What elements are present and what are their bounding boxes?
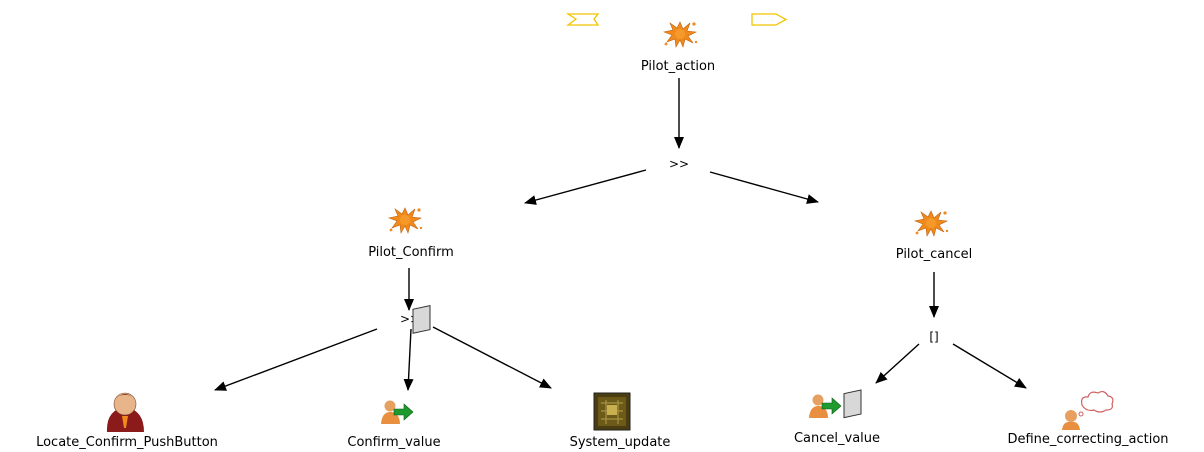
node-label: Cancel_value <box>794 431 880 446</box>
node-locate-confirm-pushbutton[interactable]: Locate_Confirm_PushButton <box>36 392 218 450</box>
edge-confirm-op-to-value <box>403 328 414 391</box>
abstract-task-icon <box>663 21 698 48</box>
node-cancel-value[interactable]: Cancel_value <box>794 389 880 446</box>
interaction-task-icon <box>809 389 862 419</box>
node-label: Define_correcting_action <box>1007 432 1168 447</box>
node-label: System_update <box>570 435 671 450</box>
root-operator: >> <box>669 157 689 171</box>
interaction-task-icon <box>381 304 431 424</box>
node-label: Pilot_Confirm <box>368 245 454 260</box>
edge-cancel-op-to-value <box>875 343 920 384</box>
cancel-operator: [] <box>929 330 938 344</box>
cognitive-task-icon <box>1062 390 1114 430</box>
node-pilot-action[interactable]: Pilot_action <box>641 21 715 74</box>
node-label: Pilot_cancel <box>896 247 972 262</box>
edge-op-to-cancel <box>709 171 819 204</box>
edge-confirm-op-to-locate <box>214 328 378 391</box>
edge-confirm-op-to-system <box>432 326 552 389</box>
node-system-update[interactable]: System_update <box>570 392 671 450</box>
edge-op-to-confirm <box>524 169 647 205</box>
node-label: Confirm_value <box>347 435 440 450</box>
user-task-icon <box>106 392 144 432</box>
node-confirm-value[interactable]: Confirm_value <box>347 304 441 450</box>
node-pilot-cancel[interactable]: Pilot_cancel <box>896 210 972 262</box>
node-define-correcting-action[interactable]: Define_correcting_action <box>1007 390 1169 447</box>
expand-right-icon[interactable] <box>751 13 788 26</box>
abstract-task-icon <box>914 210 949 237</box>
edge-cancel-op-to-define <box>952 343 1027 389</box>
node-pilot-confirm[interactable]: Pilot_Confirm <box>368 207 454 260</box>
collapse-left-icon[interactable] <box>565 13 600 26</box>
system-task-icon <box>593 392 631 431</box>
abstract-task-icon <box>388 207 423 234</box>
node-label: Locate_Confirm_PushButton <box>36 435 218 450</box>
node-label: Pilot_action <box>641 59 715 74</box>
